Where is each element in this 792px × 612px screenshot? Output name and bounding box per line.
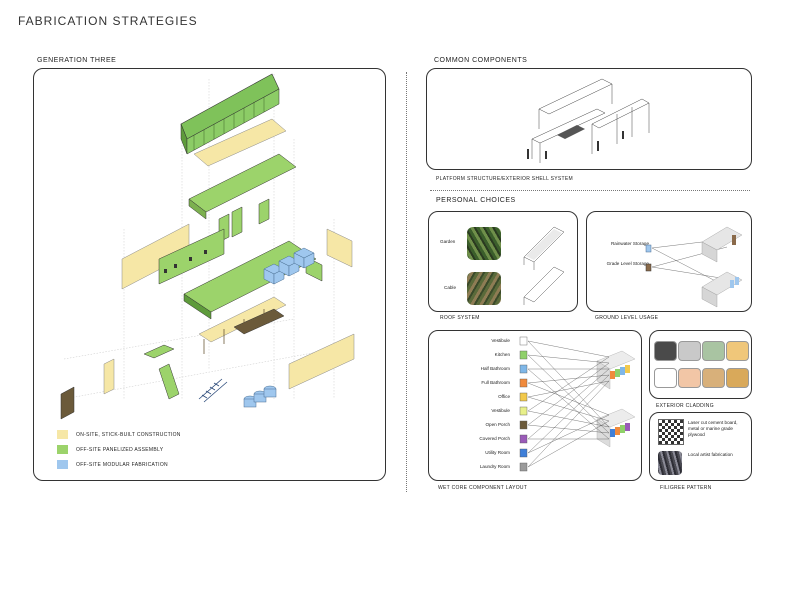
filigree-panel: Laser cut cement board, metal or marine … [649, 412, 752, 481]
wet-core-connector [527, 368, 610, 440]
wet-core-label-kitchen: Kitchen [494, 352, 510, 357]
wet-core-connector [527, 382, 610, 416]
wet-core-connector [527, 414, 610, 454]
wet-core-connector [527, 380, 610, 468]
wet-core-label-office: Office [498, 394, 510, 399]
roof-option-cable-label: Cable [444, 285, 457, 290]
filigree-option-laser-label: Laser cut cement board, metal or marine … [688, 420, 738, 437]
wall-windows [164, 250, 207, 273]
wet-core-connector [527, 356, 610, 412]
ground-usage-drawing [645, 226, 743, 308]
wet-core-label-utility-room: Utility Room [485, 450, 510, 455]
wet-core-connector [527, 396, 610, 422]
wet-core-swatch[interactable] [519, 378, 528, 388]
common-caption: PLATFORM STRUCTURE/EXTERIOR SHELL SYSTEM [436, 176, 574, 182]
common-heading: COMMON COMPONENTS [434, 57, 528, 64]
garden-roof-photo[interactable] [467, 227, 501, 260]
roof-system-drawing [523, 226, 565, 305]
wet-core-connector [527, 354, 610, 364]
legend-swatch-panelized [57, 445, 68, 454]
platform-structure-drawing [527, 78, 650, 163]
column-separator [406, 72, 407, 492]
cladding-swatch-2[interactable] [678, 341, 701, 361]
wet-core-swatch[interactable] [519, 448, 528, 458]
wet-core-swatch[interactable] [519, 406, 528, 416]
ground-option-storage-label: Grade Level Storage [606, 261, 649, 266]
wet-core-caption: WET CORE COMPONENT LAYOUT [438, 485, 528, 491]
legend-label-panelized: OFF-SITE PANELIZED ASSEMBLY [76, 447, 164, 453]
ground-components [60, 333, 355, 420]
filigree-option-artist-label: Local artist fabrication [688, 452, 733, 457]
cladding-swatch-1[interactable] [654, 341, 677, 361]
cladding-swatch-8[interactable] [726, 368, 749, 388]
side-wall-panels [121, 223, 353, 290]
common-panel [426, 68, 752, 170]
section-separator [430, 190, 750, 191]
roof-option-garden-label: Garden [440, 239, 456, 244]
roof-truss-layer [180, 73, 280, 155]
wet-core-label-laundry-room: Laundry Room [479, 464, 510, 469]
roof-system-panel: Garden Cable [428, 211, 578, 312]
wet-core-label-vestibule-2: Vestibule [491, 408, 510, 413]
wet-core-swatch[interactable] [519, 434, 528, 444]
legend-label-onsite: ON-SITE, STICK-BUILT CONSTRUCTION [76, 432, 181, 438]
wet-core-label-covered-porch: Covered Porch [479, 436, 510, 441]
legend-label-modular: OFF-SITE MODULAR FABRICATION [76, 462, 168, 468]
cisterns [243, 385, 277, 408]
upper-wall-panels [218, 198, 270, 243]
cladding-swatch-6[interactable] [678, 368, 701, 388]
laser-cut-pattern-sample[interactable] [658, 419, 684, 445]
wet-core-label-vestibule: Vestibule [491, 338, 510, 343]
wet-core-list: Vestibule Kitchen Half Bathroom Full Bat… [429, 331, 529, 480]
wet-core-swatch[interactable] [519, 462, 528, 472]
generation-heading: GENERATION THREE [37, 57, 117, 64]
foundation-frame [198, 296, 287, 354]
generation-panel [33, 68, 386, 481]
exploded-axonometric-diagram [60, 73, 355, 420]
wet-core-swatch[interactable] [519, 336, 528, 346]
cladding-swatch-3[interactable] [702, 341, 725, 361]
wet-core-label-half-bathroom: Half Bathroom [480, 366, 510, 371]
cladding-swatch-5[interactable] [654, 368, 677, 388]
wet-core-swatch[interactable] [519, 420, 528, 430]
wet-core-connector [527, 410, 610, 428]
wet-core-connections-drawing [519, 336, 636, 472]
wet-core-connector [527, 420, 610, 468]
personal-heading: PERSONAL CHOICES [436, 197, 516, 204]
cladding-swatch-7[interactable] [702, 368, 725, 388]
roof-sheathing-layer [193, 118, 287, 167]
wet-core-connector [527, 362, 610, 426]
wet-core-swatch[interactable] [519, 350, 528, 360]
cladding-caption: EXTERIOR CLADDING [656, 403, 714, 409]
stair [198, 378, 228, 403]
wet-core-connector [527, 340, 610, 358]
cladding-panel [649, 330, 752, 399]
wet-core-panel: Vestibule Kitchen Half Bathroom Full Bat… [428, 330, 642, 481]
wet-core-label-open-porch: Open Porch [485, 422, 510, 427]
cable-roof-photo[interactable] [467, 272, 501, 305]
ground-level-panel: Rainwater Storage Grade Level Storage [586, 211, 752, 312]
page-title: FABRICATION STRATEGIES [18, 14, 198, 28]
wet-core-connector [527, 374, 610, 384]
wet-core-label-full-bathroom: Full Bathroom [481, 380, 510, 385]
roof-caption: ROOF SYSTEM [440, 315, 480, 321]
ground-option-rainwater-label: Rainwater Storage [610, 241, 649, 246]
wet-core-connector [527, 374, 610, 454]
upper-floor-panel [188, 153, 297, 220]
modular-units [263, 247, 315, 285]
wet-core-connector [527, 380, 610, 398]
core-module-colors [610, 365, 630, 437]
filigree-caption: FILIGREE PATTERN [660, 485, 712, 491]
cladding-swatch-4[interactable] [726, 341, 749, 361]
wet-core-swatch[interactable] [519, 392, 528, 402]
artist-pattern-sample[interactable] [658, 451, 682, 475]
wet-core-connector [527, 424, 610, 434]
legend-swatch-onsite [57, 430, 68, 439]
wet-core-swatch[interactable] [519, 364, 528, 374]
ground-caption: GROUND LEVEL USAGE [595, 315, 659, 321]
legend-swatch-modular [57, 460, 68, 469]
